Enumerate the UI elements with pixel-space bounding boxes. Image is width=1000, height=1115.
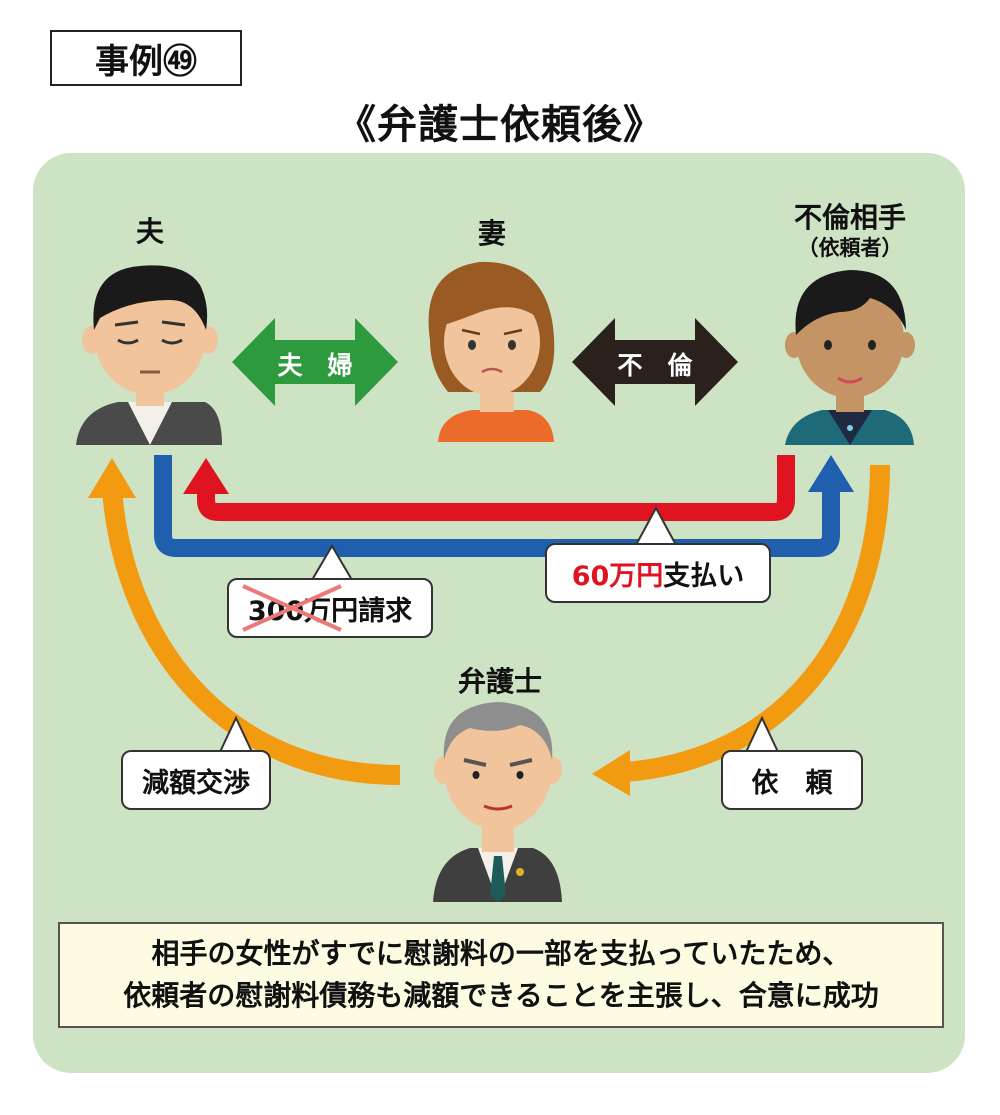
case-label: 事例㊾ (50, 30, 242, 86)
cross-mark (242, 584, 342, 632)
claim-suffix: 請求 (358, 595, 413, 627)
page-title: 《弁護士依頼後》 (336, 102, 664, 148)
lawyer-avatar (433, 702, 562, 902)
negotiation-arrow (88, 458, 401, 785)
payment-suffix: 支払い (663, 560, 745, 592)
lawyer-label: 弁護士 (457, 665, 542, 698)
wife-avatar (428, 261, 555, 442)
affair-partner-label: 不倫相手 (793, 201, 906, 234)
negotiation-bubble: 減額交渉 (121, 750, 271, 810)
claim-bubble: 300万円請求 (227, 578, 433, 638)
husband-avatar (76, 265, 222, 445)
summary-line-1: 相手の女性がすでに慰謝料の一部を支払っていたため、 (151, 937, 851, 970)
request-bubble: 依 頼 (721, 750, 863, 810)
affair-arrow (572, 318, 738, 406)
affair-partner-avatar (785, 270, 915, 445)
wife-label: 妻 (477, 217, 506, 250)
summary-box: 相手の女性がすでに慰謝料の一部を支払っていたため、 依頼者の慰謝料債務も減額でき… (58, 922, 944, 1028)
married-arrow (232, 318, 398, 406)
payment-amount: 60万円 (571, 560, 664, 592)
payment-line (183, 455, 795, 521)
summary-line-2: 依頼者の慰謝料債務も減額できることを主張し、合意に成功 (123, 979, 879, 1012)
affair-partner-sublabel: （依頼者） (797, 236, 903, 260)
claim-line (154, 455, 854, 557)
request-arrow (592, 464, 890, 796)
married-label: 夫 婦 (277, 351, 353, 380)
affair-label: 不 倫 (617, 351, 693, 380)
husband-label: 夫 (135, 215, 164, 248)
payment-bubble: 60万円支払い (545, 543, 771, 603)
